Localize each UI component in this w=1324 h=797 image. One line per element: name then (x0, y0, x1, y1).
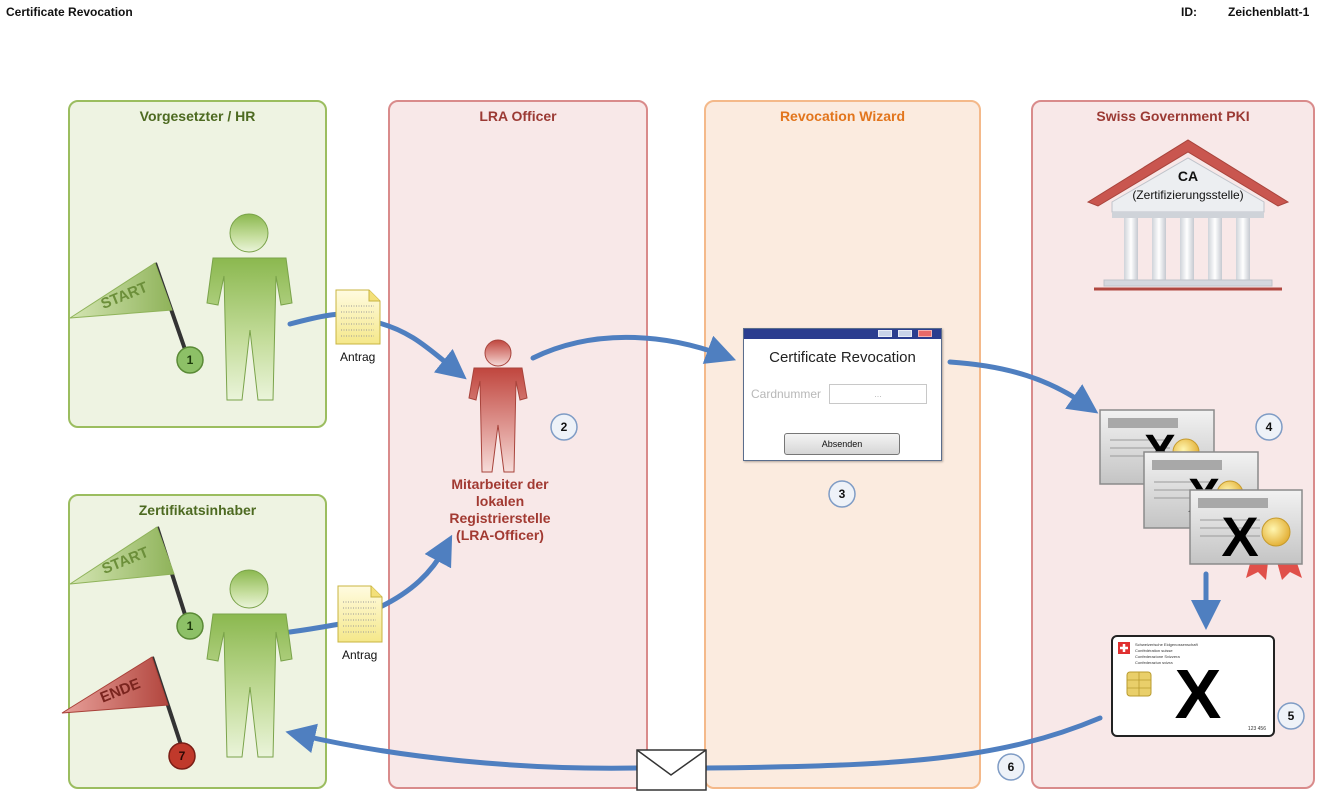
hr-person-icon (206, 213, 293, 401)
revoked-certificate-icon: X (1189, 489, 1303, 580)
arrow-antrag-to-officer (372, 319, 467, 380)
document-icon (337, 585, 383, 643)
page-title: Certificate Revocation (6, 5, 133, 19)
step-number: 1 (187, 353, 194, 367)
holder-person-icon (206, 569, 293, 758)
lane-lra-title: LRA Officer (479, 108, 557, 124)
lane-wizard-title: Revocation Wizard (779, 108, 906, 124)
submit-button[interactable]: Absenden (784, 433, 900, 455)
end-flag-icon: ENDE (61, 656, 184, 749)
step-number: 6 (1008, 760, 1015, 774)
arrow-card-to-mail (703, 715, 1103, 771)
officer-caption-line: Registrierstelle (449, 510, 551, 526)
start-flag-icon: START (69, 262, 190, 359)
card-line-3: Confederazione Svizzera (1135, 654, 1180, 659)
ca-subtitle: (Zertifizierungsstelle) (1132, 188, 1243, 202)
window-titlebar (744, 329, 941, 339)
window-title: Certificate Revocation (769, 349, 916, 366)
officer-person-icon (468, 339, 528, 473)
card-line-1: Schweizerische Eidgenossenschaft (1135, 642, 1199, 647)
sheet-id: Zeichenblatt-1 (1228, 5, 1310, 19)
step-number: 5 (1288, 709, 1295, 723)
step-badge: 1 (176, 346, 204, 374)
step-badge: 6 (997, 753, 1025, 781)
arrow-officer-to-wizard (530, 334, 737, 364)
officer-caption-line: (LRA-Officer) (456, 527, 544, 543)
lane-pki-title: Swiss Government PKI (1096, 108, 1250, 124)
step-number: 3 (839, 487, 846, 501)
step-number: 2 (561, 420, 568, 434)
officer-caption-line: Mitarbeiter der (451, 476, 549, 492)
lane-holder-title: Zertifikatsinhaber (138, 502, 257, 518)
arrow-mail-to-holder (285, 723, 640, 771)
minimize-icon (878, 330, 892, 337)
card-number: 123 456 (1248, 726, 1266, 732)
step-badge: 7 (168, 742, 196, 770)
revoked-mark: X (1175, 655, 1222, 733)
ca-title: CA (1178, 168, 1198, 184)
officer-caption: Mitarbeiter der lokalen Registrierstelle… (432, 476, 568, 544)
smartcard-icon: Schweizerische Eidgenossenschaft Confédé… (1111, 635, 1275, 737)
lane-hr-title: Vorgesetzter / HR (139, 108, 256, 124)
id-label: ID: (1181, 5, 1197, 19)
card-line-4: Confederaziun svizra (1135, 660, 1173, 665)
document-caption: Antrag (340, 350, 376, 364)
document-caption: Antrag (342, 648, 378, 662)
step-number: 7 (179, 749, 186, 763)
close-icon (918, 330, 932, 337)
arrow-wizard-to-certs (947, 359, 1099, 414)
lane-hr: Vorgesetzter / HR (68, 100, 327, 428)
step-number: 1 (187, 619, 194, 633)
step-badge: 5 (1277, 702, 1305, 730)
step-badge: 4 (1255, 413, 1283, 441)
step-badge: 1 (176, 612, 204, 640)
revoked-mark: X (1221, 505, 1258, 568)
start-flag-icon: START (69, 526, 190, 625)
document-icon (335, 289, 381, 345)
envelope-icon (636, 749, 707, 791)
arrow-antrag-to-officer-2 (375, 534, 453, 611)
card-line-2: Confédération suisse (1135, 648, 1173, 653)
step-badge: 2 (550, 413, 578, 441)
revocation-window: Certificate Revocation Cardnummer ... Ab… (743, 328, 942, 461)
cardnumber-label: Cardnummer (751, 387, 822, 401)
officer-caption-line: lokalen (475, 493, 525, 509)
step-badge: 3 (828, 480, 856, 508)
maximize-icon (898, 330, 912, 337)
ca-building-icon: CA (Zertifizierungsstelle) (1086, 139, 1290, 291)
step-number: 4 (1266, 420, 1273, 434)
cardnumber-input[interactable]: ... (829, 384, 927, 404)
lane-lra: LRA Officer (388, 100, 648, 789)
